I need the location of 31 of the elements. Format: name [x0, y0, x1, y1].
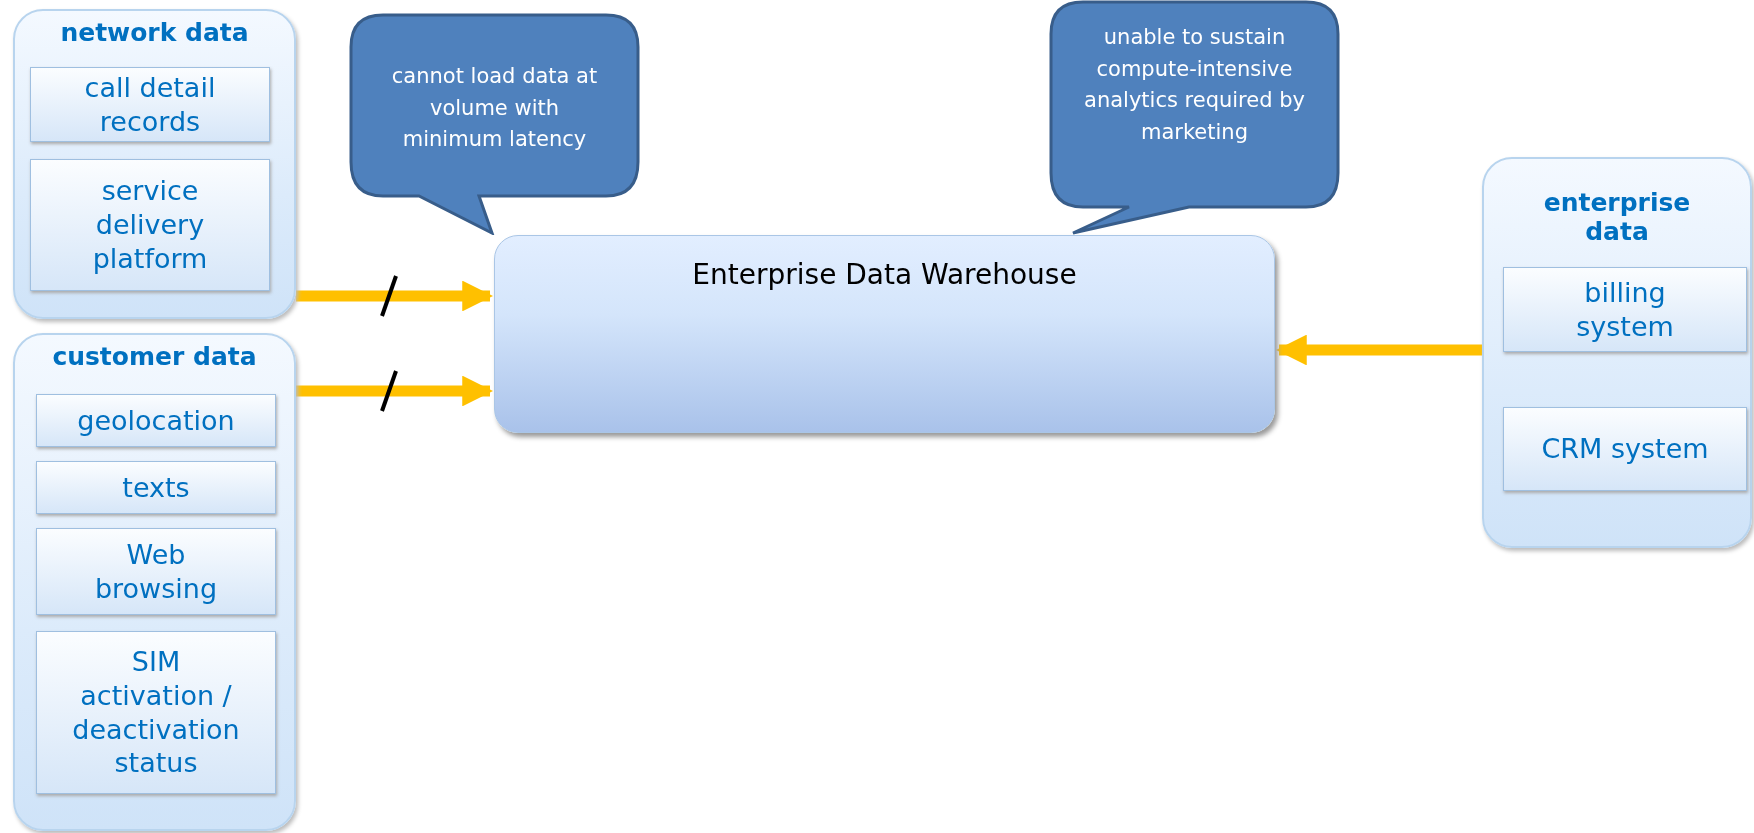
- source-box: [36, 461, 276, 514]
- connector-arrow: [296, 280, 494, 312]
- source-box: [30, 67, 270, 142]
- warehouse-title: Enterprise Data Warehouse: [691, 258, 1078, 291]
- group-heading: customer data: [51, 343, 258, 372]
- source-label: SIM activation / deactivation status: [71, 645, 241, 780]
- source-box: [36, 528, 276, 615]
- speech-callout: [349, 13, 640, 235]
- group-panel: [1482, 157, 1752, 548]
- source-box: [1503, 407, 1747, 491]
- source-label: call detail records: [83, 70, 217, 139]
- warehouse-box: [494, 235, 1275, 433]
- source-label: service delivery platform: [91, 174, 209, 276]
- callout-text: cannot load data at volume with minimum latency: [390, 63, 599, 153]
- group-panel: [13, 333, 296, 831]
- source-box: [36, 631, 276, 794]
- connector-arrow: [1275, 334, 1482, 366]
- source-label: CRM system: [1540, 432, 1710, 466]
- source-label: billing system: [1575, 275, 1675, 344]
- source-label: texts: [121, 470, 191, 505]
- source-label: Web browsing: [93, 537, 219, 606]
- group-heading: network data: [59, 19, 250, 48]
- source-box: [36, 394, 276, 447]
- source-box: [30, 159, 270, 291]
- callout-text: unable to sustain compute-intensive analytics required by marketing: [1083, 24, 1306, 146]
- connector-arrow: [296, 375, 494, 407]
- speech-callout: [1049, 0, 1340, 235]
- group-heading: enterprise data: [1542, 189, 1692, 247]
- source-box: [1503, 267, 1747, 352]
- source-label: geolocation: [76, 403, 236, 438]
- group-panel: [13, 9, 296, 319]
